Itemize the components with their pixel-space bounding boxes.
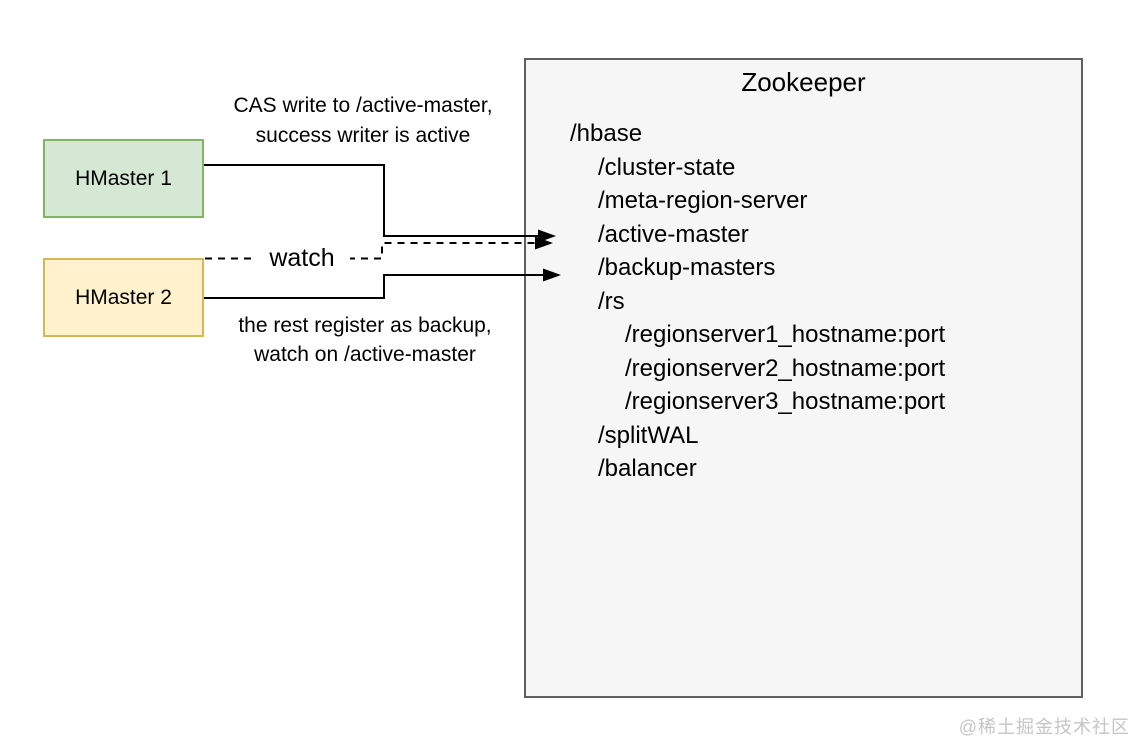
zookeeper-znode-tree: /hbase /cluster-state /meta-region-serve…: [526, 117, 1081, 486]
backup-annotation-line1: the rest register as backup,: [238, 314, 492, 337]
znode-active-master: /active-master: [598, 220, 749, 248]
znode-cluster-state: /cluster-state: [598, 153, 736, 181]
znode-hbase: /hbase: [570, 120, 643, 147]
hmaster2-backup-connector-line: [204, 274, 543, 299]
cas-annotation-line2: success writer is active: [255, 124, 471, 147]
hmaster1-node: HMaster 1: [43, 139, 204, 218]
znode-meta-region-server: /meta-region-server: [598, 187, 808, 214]
zookeeper-title: Zookeeper: [741, 67, 866, 97]
hmaster1-label: HMaster 1: [75, 166, 172, 190]
znode-rs: /rs: [598, 287, 625, 315]
hmaster2-label: HMaster 2: [75, 285, 172, 309]
znode-balancer: /balancer: [598, 455, 697, 482]
cas-write-annotation: CAS write to /active-master, success wri…: [180, 91, 546, 151]
backup-annotation-line2: watch on /active-master: [254, 343, 476, 366]
cas-annotation-line1: CAS write to /active-master,: [233, 94, 493, 117]
watermark: @稀土掘金技术社区: [958, 717, 1130, 737]
watch-edge-label: watch: [254, 244, 350, 273]
znode-regionserver2: /regionserver2_hostname:port: [625, 354, 946, 382]
znode-splitwal: /splitWAL: [598, 421, 699, 449]
backup-register-annotation: the rest register as backup, watch on /a…: [182, 311, 548, 369]
znode-backup-masters: /backup-masters: [598, 254, 776, 281]
zookeeper-container: Zookeeper /hbase /cluster-state /meta-re…: [524, 58, 1083, 698]
hmaster1-cas-connector-line: [204, 164, 538, 237]
znode-regionserver1: /regionserver1_hostname:port: [625, 321, 946, 348]
znode-regionserver3: /regionserver3_hostname:port: [625, 388, 946, 415]
hmaster2-node: HMaster 2: [43, 258, 204, 337]
